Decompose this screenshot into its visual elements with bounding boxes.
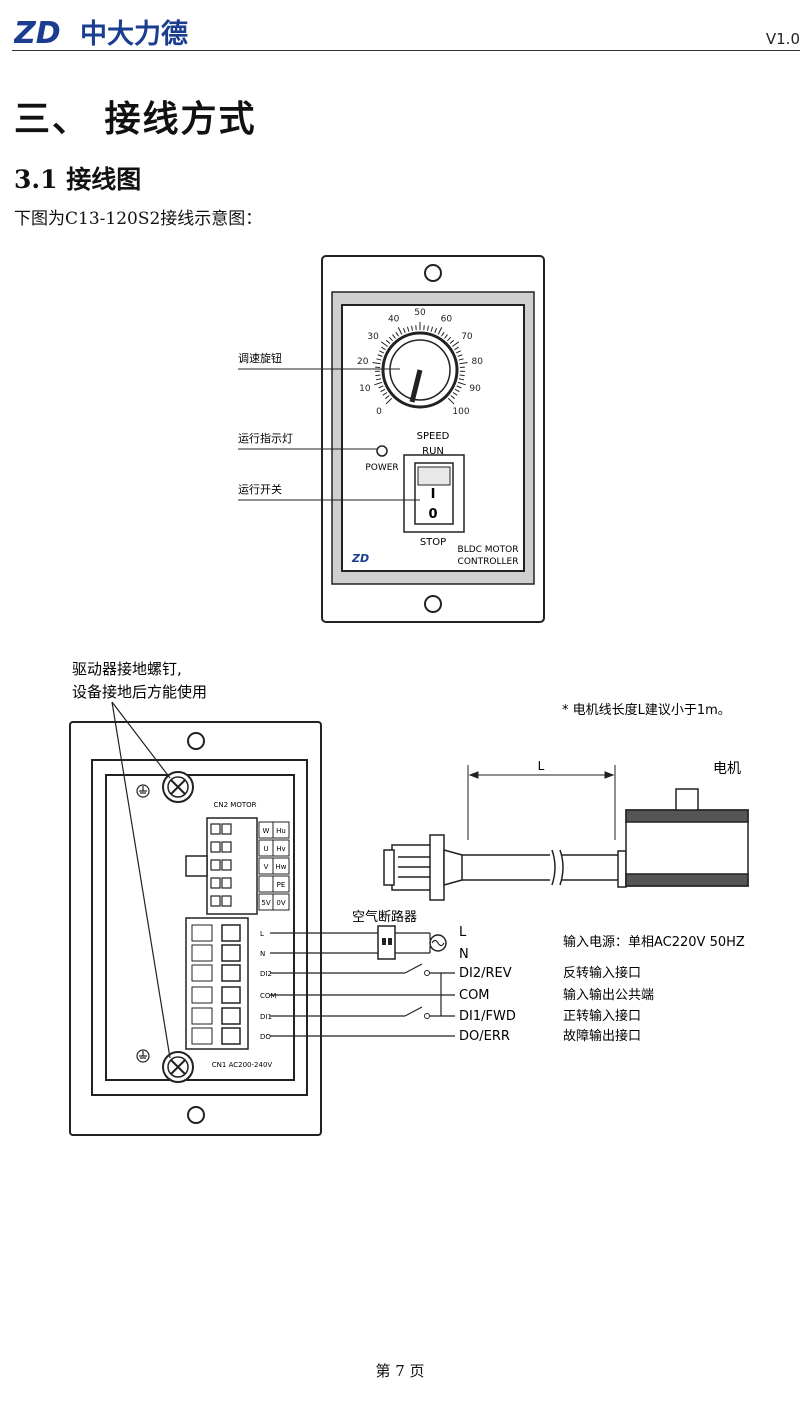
header-divider [12, 50, 800, 51]
length-label: L [538, 759, 545, 773]
earth-ground-icon [136, 1049, 150, 1063]
run-label: RUN [422, 446, 444, 457]
brand-line2: CONTROLLER [458, 557, 519, 567]
motor-label: 电机 [713, 761, 741, 777]
panel-logo: ZD [351, 552, 369, 565]
motor-icon [617, 788, 749, 888]
cn2-pin-a: V [264, 863, 269, 871]
description-text: 下图为C13-120S2接线示意图： [14, 209, 263, 229]
subsection-title: 3.1 接线图 [14, 165, 142, 194]
knob-tick-label: 10 [359, 384, 371, 394]
power-desc: 输入电源：单相AC220V 50HZ [563, 934, 745, 950]
ground-screw-icon [162, 771, 194, 803]
knob-tick-label: 0 [376, 407, 382, 417]
mount-hole-bottom [424, 595, 442, 613]
cn2-pin-b: Hu [276, 827, 286, 835]
cn1-pin-label: DI2 [260, 970, 272, 978]
knob-tick-label: 50 [414, 308, 426, 318]
terminal-description: 输入输出公共端 [563, 987, 654, 1003]
page-number: 第 7 页 [375, 1362, 425, 1380]
terminal-label: DO/ERR [459, 1029, 510, 1044]
breaker-label: 空气断路器 [352, 909, 417, 925]
switch-on-label: I [431, 487, 436, 502]
terminal-label: L [459, 925, 467, 940]
mount-hole-top [187, 732, 205, 750]
circuit-breaker-icon [377, 925, 396, 960]
knob-tick-label: 30 [367, 332, 379, 342]
cn2-pin-b: Hw [276, 863, 287, 871]
stop-label: STOP [420, 537, 446, 548]
knob-tick-label: 90 [469, 384, 481, 394]
cn1-pin-label: DO [260, 1033, 271, 1041]
version-label: V1.0 [765, 30, 800, 48]
zd-logo-icon: ZD [14, 16, 61, 50]
terminal-description: 正转输入接口 [563, 1008, 641, 1024]
terminal-description: 反转输入接口 [563, 965, 641, 981]
callout-indicator: 运行指示灯 [238, 431, 293, 445]
callout-knob: 调速旋钮 [238, 351, 282, 365]
cn1-label: CN1 AC200-240V [212, 1061, 273, 1069]
mount-hole-top [424, 264, 442, 282]
earth-ground-icon [136, 784, 150, 798]
cn1-pin-label: DI1 [260, 1013, 272, 1021]
speed-label: SPEED [417, 431, 450, 442]
cn1-pin-label: N [260, 950, 265, 958]
mount-hole-bottom [187, 1106, 205, 1124]
terminal-label: DI1/FWD [459, 1009, 516, 1024]
knob-tick-label: 40 [388, 314, 400, 324]
terminal-label: DI2/REV [459, 966, 512, 981]
cn2-pin-a: U [263, 845, 268, 853]
cn2-pin-a: 5V [261, 899, 270, 907]
cn2-pin-a: W [263, 827, 270, 835]
brand-line1: BLDC MOTOR [458, 545, 519, 555]
panel-diagram: 0 10 20 30 40 50 60 70 80 90 100 SPEED RUN POWER I… [238, 255, 545, 623]
ground-screw-icon [162, 1051, 194, 1083]
screw-note-line1: 驱动器接地螺钉, [72, 660, 182, 678]
power-label: POWER [365, 463, 398, 473]
terminal-description: 故障输出接口 [563, 1028, 641, 1044]
screw-note-line2: 设备接地后方能使用 [72, 683, 207, 701]
terminal-label: N [459, 947, 469, 962]
cn2-pin-b: Hv [276, 845, 285, 853]
cn2-pin-b: PE [277, 881, 286, 889]
section-title: 三、 接线方式 [14, 99, 257, 140]
power-indicator-icon [376, 445, 388, 457]
motor-length-note: * 电机线长度L建议小于1m。 [562, 702, 731, 718]
motor-plug-icon [383, 834, 463, 901]
knob-tick-label: 100 [452, 407, 469, 417]
knob-tick-label: 70 [461, 332, 473, 342]
svg-text:ZD: ZD [14, 16, 61, 50]
knob-tick-label: 60 [441, 314, 453, 324]
terminal-label: COM [459, 988, 490, 1003]
knob-tick-label: 80 [472, 357, 484, 367]
wiring-diagram: 驱动器接地螺钉, 设备接地后方能使用 * 电机线长度L建议小于1m。 CN2 M… [69, 660, 749, 1136]
callout-switch: 运行开关 [238, 482, 282, 496]
cn1-pin-label: L [260, 930, 264, 938]
ac-source-icon [429, 934, 447, 952]
cn1-pin-label: COM [260, 992, 276, 1000]
company-logo: ZD 中大力德 [14, 16, 188, 50]
cn2-label: CN2 MOTOR [213, 801, 256, 809]
switch-off-label: 0 [428, 507, 437, 522]
knob-tick-label: 20 [357, 357, 369, 367]
cn2-pin-b: 0V [276, 899, 285, 907]
brand-name: 中大力德 [80, 19, 188, 50]
speed-knob-icon [372, 322, 468, 409]
